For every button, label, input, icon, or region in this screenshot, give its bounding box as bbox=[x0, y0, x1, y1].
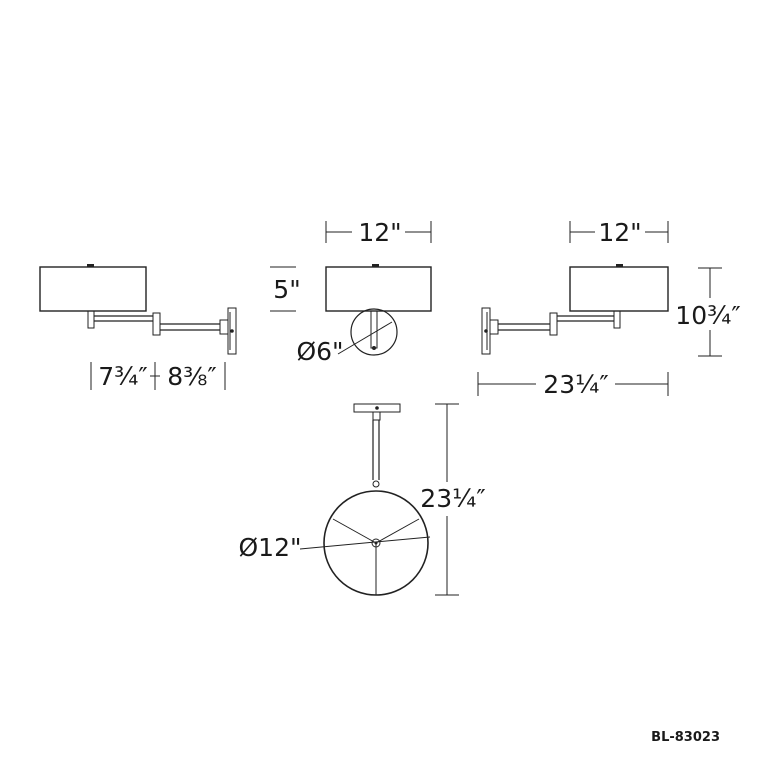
top-spoke-1 bbox=[332, 518, 377, 544]
right-height-label: 10¾″ bbox=[675, 301, 740, 330]
top-view: Ø12" 23¼″ bbox=[239, 403, 486, 596]
front-view: 12" 5" Ø6" bbox=[270, 218, 432, 366]
right-width-label: 12" bbox=[598, 218, 641, 247]
front-shade bbox=[325, 266, 432, 312]
left-shade-cap bbox=[87, 264, 94, 267]
front-height-label: 5" bbox=[273, 275, 300, 304]
right-shade-stem bbox=[613, 310, 621, 329]
top-shade-diameter-label: Ø12" bbox=[239, 533, 302, 562]
top-spoke-2 bbox=[375, 518, 420, 544]
top-swivel bbox=[372, 411, 381, 421]
front-canopy-leader bbox=[337, 321, 393, 355]
right-wallplate-screw bbox=[484, 329, 488, 333]
top-arm-joint bbox=[372, 480, 380, 488]
left-arm-joint bbox=[152, 312, 161, 336]
right-shade-cap bbox=[616, 264, 623, 267]
left-wallplate-screw bbox=[230, 329, 234, 333]
left-wallplate bbox=[227, 307, 237, 355]
top-wallplate-screw bbox=[375, 406, 379, 410]
top-diameter-leader bbox=[299, 536, 431, 550]
left-side-view: 7¾″ 8⅜″ bbox=[39, 264, 237, 391]
front-width-label: 12" bbox=[358, 218, 401, 247]
left-width-b-label: 8⅜″ bbox=[167, 362, 216, 391]
product-code: BL-83023 bbox=[651, 730, 720, 745]
front-canopy-diameter-label: Ø6" bbox=[296, 337, 343, 366]
right-shade bbox=[569, 266, 669, 312]
right-wallplate bbox=[481, 307, 491, 355]
right-arm-swivel bbox=[489, 319, 499, 335]
left-arm-swivel bbox=[219, 319, 229, 335]
left-width-a-label: 7¾″ bbox=[98, 362, 147, 391]
right-side-view: 12" 10¾″ 23¼″ bbox=[477, 218, 741, 399]
right-arm-joint bbox=[549, 312, 558, 336]
right-total-width-label: 23¼″ bbox=[543, 370, 608, 399]
front-canopy bbox=[350, 308, 398, 356]
top-length-label: 23¼″ bbox=[420, 484, 485, 513]
front-stem-end bbox=[372, 346, 376, 350]
front-shade-cap bbox=[372, 264, 379, 267]
front-stem bbox=[370, 310, 378, 349]
left-shade-stem bbox=[87, 310, 95, 329]
left-shade bbox=[39, 266, 147, 312]
top-hub bbox=[371, 538, 381, 548]
